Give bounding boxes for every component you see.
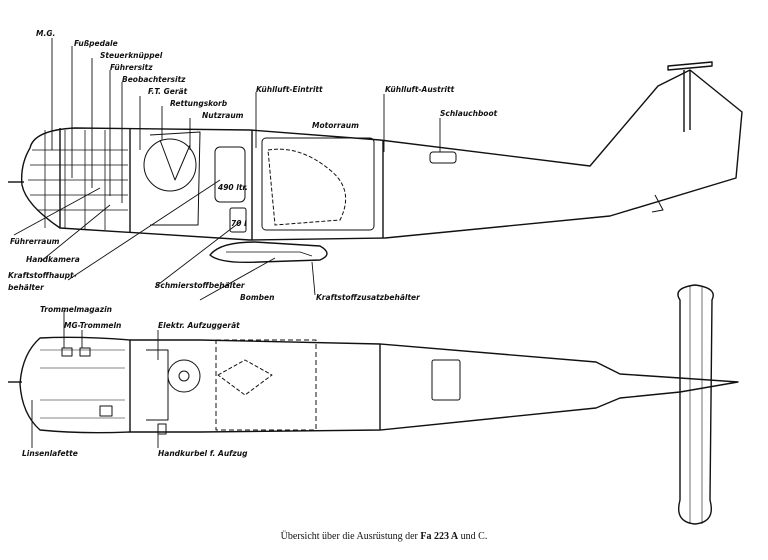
label-linsenlafette: Linsenlafette (22, 449, 78, 458)
label-tank-70: 70 l (231, 219, 247, 228)
label-tank-490: 490 ltr. (218, 183, 248, 192)
caption-variant: C. (478, 531, 488, 542)
label-behaelter: behälter (8, 283, 45, 292)
side-view-cockpit-frame (28, 130, 128, 230)
label-trommelmagazin: Trommelmagazin (40, 305, 112, 314)
label-mg: M.G. (36, 29, 55, 38)
label-nutzraum: Nutzraum (202, 111, 244, 120)
label-beobachtersitz: Beobachtersitz (122, 75, 186, 84)
top-view-interior (40, 339, 461, 435)
label-fuehrerraum: Führerraum (10, 237, 60, 246)
figure-caption: Übersicht über die Ausrüstung der Fa 223… (0, 531, 768, 542)
label-kuehlluft-eintritt: Kühlluft-Eintritt (256, 85, 323, 94)
label-motorraum: Motorraum (312, 121, 359, 130)
label-elektr-aufzug: Elektr. Aufzuggerät (158, 321, 240, 330)
top-view-leaders (31, 310, 159, 448)
caption-middle: und (460, 531, 476, 542)
label-bomben: Bomben (240, 293, 274, 302)
side-view-interior (143, 131, 664, 233)
label-mg-trommeln: MG-Trommeln (64, 321, 121, 330)
label-handkurbel: Handkurbel f. Aufzug (158, 449, 248, 458)
label-fusspedale: Fußpedale (74, 39, 118, 48)
leader-lines (13, 38, 441, 301)
side-view-fuselage (8, 69, 743, 241)
top-view-tail (677, 284, 714, 525)
side-view-external-tank (209, 241, 328, 264)
label-handkamera: Handkamera (26, 255, 80, 264)
label-steuerknueppel: Steuerknüppel (100, 51, 163, 60)
label-schlauchboot: Schlauchboot (440, 109, 498, 118)
top-view-fuselage (8, 336, 739, 434)
side-view-rotor-mast (667, 61, 713, 132)
label-rettungskorb: Rettungskorb (170, 99, 228, 108)
caption-model: Fa 223 A (420, 531, 459, 542)
label-schmierstoffbehaelter: Schmierstoffbehälter (155, 281, 246, 290)
label-kuehlluft-austritt: Kühlluft-Austritt (385, 85, 455, 94)
caption-prefix: Übersicht über die Ausrüstung der (280, 531, 418, 542)
label-kraftstoffzusatzbehaelter: Kraftstoffzusatzbehälter (316, 293, 421, 302)
label-kraftstoffhaupt: Kraftstoffhaupt- (8, 271, 77, 280)
label-fuehrersitz: Führersitz (110, 63, 153, 72)
label-ft-geraet: F.T. Gerät (148, 87, 188, 96)
